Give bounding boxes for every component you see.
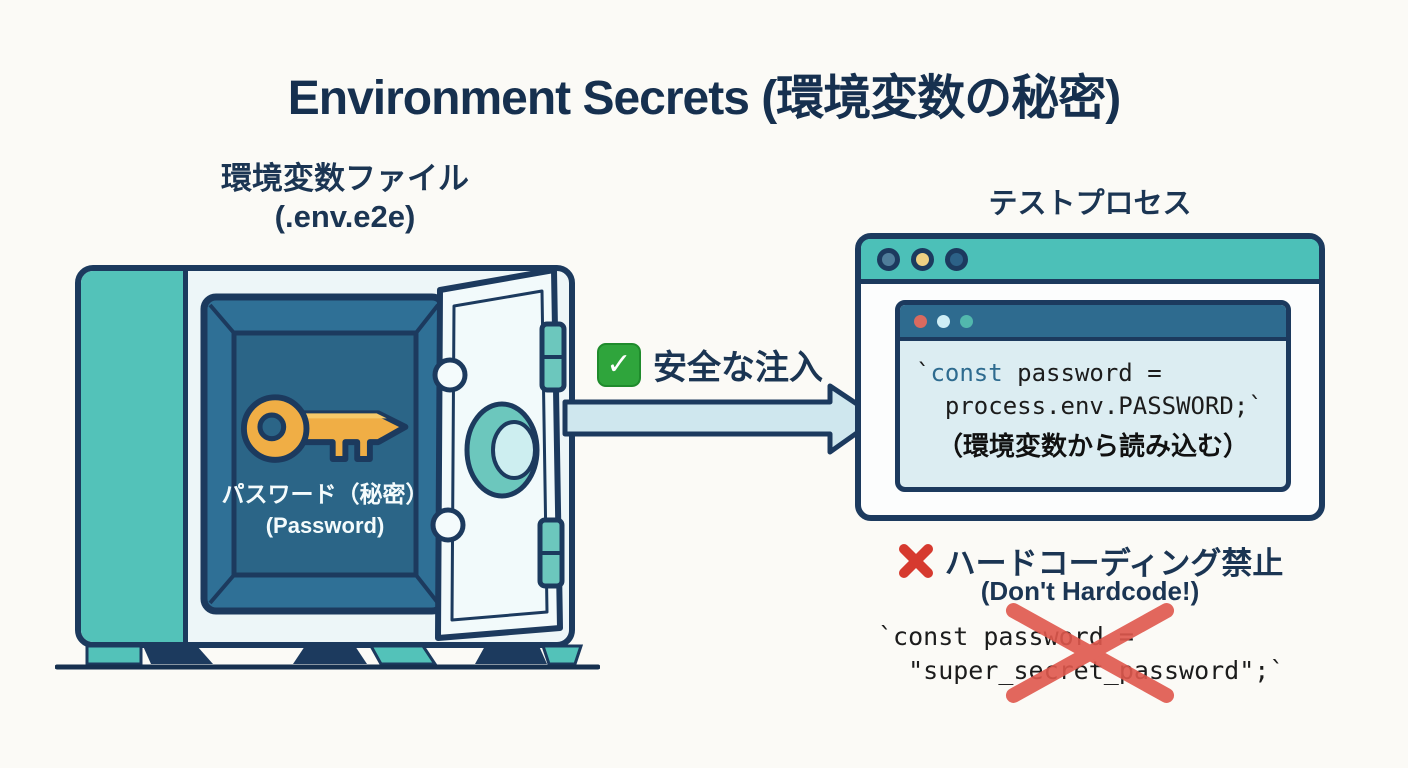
injection-arrow (562, 383, 881, 455)
code-snippet-good: `const password = process.env.PASSWORD;` (900, 341, 1286, 423)
safe-side-panel (81, 271, 188, 642)
outer-window-titlebar (861, 239, 1319, 284)
test-process-label: テストプロセス (988, 188, 1192, 220)
hardcode-warning-heading: ハードコーディング禁止 (850, 538, 1330, 583)
hardcode-warning-text: ハードコーディング禁止 (944, 546, 1284, 581)
code-window-titlebar (900, 305, 1286, 341)
safe-door (430, 267, 567, 641)
safe-injection-label: ✓ 安全な注入 (575, 340, 845, 389)
page-title: Environment Secrets (環境変数の秘密) (287, 72, 1121, 125)
code-line-1: `const password = (916, 359, 1162, 387)
env-file-label: 環境変数ファイル (.env.e2e) (140, 160, 550, 236)
env-file-name: (.env.e2e) (274, 199, 416, 234)
cross-icon (896, 541, 935, 580)
env-file-label-ja: 環境変数ファイル (221, 161, 469, 196)
window-dot-icon (945, 247, 968, 271)
door-bolt-bottom (430, 507, 466, 543)
secret-label: パスワード（秘密） (Password) (205, 478, 445, 542)
hardcode-warning-subheading: (Don't Hardcode!) (980, 576, 1200, 606)
code-note: （環境変数から読み込む） (936, 431, 1249, 461)
door-hinge-top (539, 321, 567, 393)
safe-feet (55, 644, 600, 670)
door-hinge-bottom (537, 517, 565, 589)
window-dot-icon (877, 247, 900, 271)
crossed-out-icon (1003, 600, 1177, 706)
window-dot-icon (911, 247, 934, 271)
keyword-const: const (930, 359, 1003, 387)
key-icon (238, 383, 424, 475)
window-dot-icon (960, 314, 973, 328)
code-editor-window: `const password = process.env.PASSWORD;`… (895, 300, 1291, 492)
safe-injection-text: 安全な注入 (653, 349, 823, 387)
window-dot-icon (914, 314, 927, 328)
door-bolt-top (432, 357, 468, 393)
check-icon: ✓ (597, 342, 641, 387)
bad-code-line-1: `const password = (878, 622, 1134, 651)
secret-label-ja: パスワード（秘密） (221, 481, 429, 507)
code-line-2: process.env.PASSWORD;` (916, 392, 1263, 420)
window-dot-icon (937, 314, 950, 328)
secret-label-en: (Password) (265, 513, 385, 538)
